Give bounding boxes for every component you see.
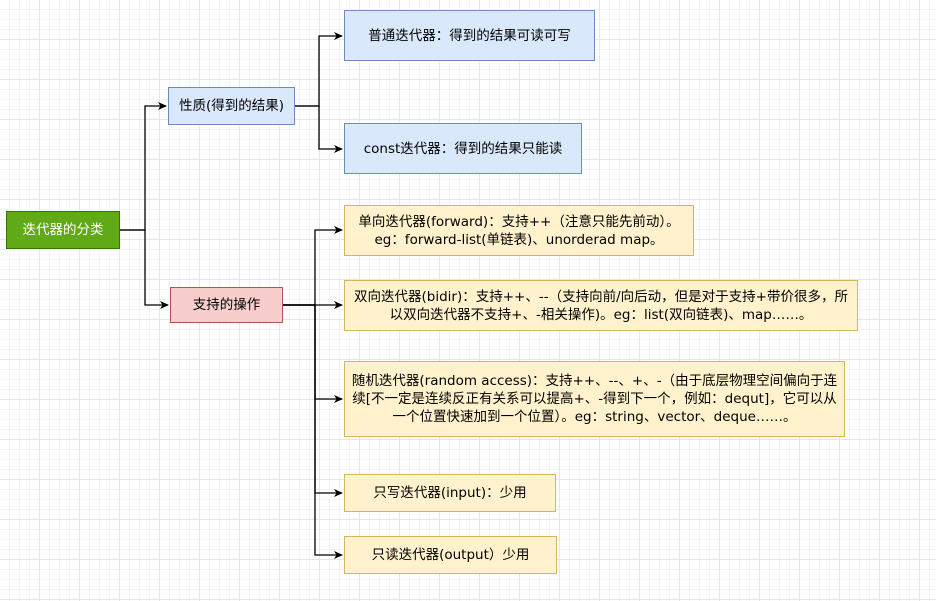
node-const-iterator[interactable]: const迭代器：得到的结果只能读 <box>344 123 582 174</box>
node-output-iterator[interactable]: 只读迭代器(output）少用 <box>344 536 557 574</box>
edge-ops-to-random <box>283 304 343 403</box>
edge-root-to-property <box>120 102 167 231</box>
node-input-iterator[interactable]: 只写迭代器(input)：少用 <box>344 474 556 512</box>
node-random-iterator[interactable]: 随机迭代器(random access)：支持++、--、+、-（由于底层物理空… <box>344 361 845 437</box>
edge-ops-to-forward <box>283 226 343 306</box>
edge-root-to-ops <box>120 229 169 309</box>
edge-property-to-normal <box>295 32 343 107</box>
edge-ops-to-output <box>283 304 343 559</box>
node-bidir-iterator[interactable]: 双向迭代器(bidir)：支持++、--（支持向前/向后动，但是对于支持+带价很… <box>344 280 858 331</box>
node-supported-ops[interactable]: 支持的操作 <box>170 287 283 323</box>
node-root[interactable]: 迭代器的分类 <box>6 211 120 249</box>
node-property[interactable]: 性质(得到的结果) <box>168 87 295 125</box>
edge-property-to-const <box>295 105 343 153</box>
node-forward-iterator[interactable]: 单向迭代器(forward)：支持++（注意只能先前动）。 eg：forward… <box>344 205 694 256</box>
node-normal-iterator[interactable]: 普通迭代器：得到的结果可读可写 <box>344 10 595 61</box>
